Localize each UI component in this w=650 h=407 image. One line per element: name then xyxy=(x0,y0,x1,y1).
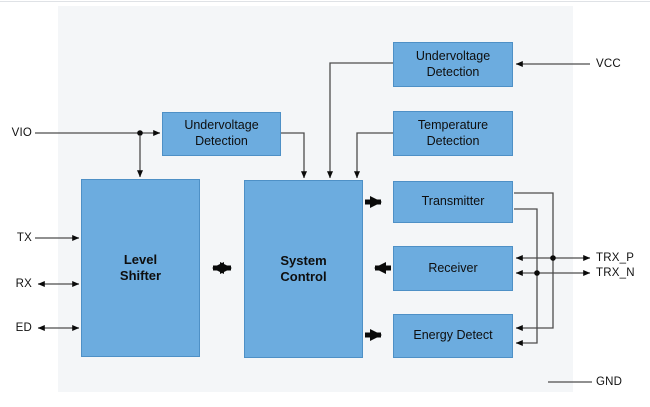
block-temperature-detection: Temperature Detection xyxy=(393,111,513,156)
pin-label-vio: VIO xyxy=(11,127,32,139)
block-undervoltage-detection-vcc: Undervoltage Detection xyxy=(393,42,513,87)
pin-label-vcc: VCC xyxy=(596,58,621,70)
pin-label-gnd: GND xyxy=(596,376,623,388)
top-border-line xyxy=(0,1,650,2)
block-receiver: Receiver xyxy=(393,246,513,291)
pin-label-rx: RX xyxy=(15,278,32,290)
pin-label-tx: TX xyxy=(16,232,32,244)
block-level-shifter: Level Shifter xyxy=(81,179,200,357)
block-undervoltage-detection-vio: Undervoltage Detection xyxy=(162,112,281,156)
block-system-control: System Control xyxy=(244,180,363,358)
pin-label-trx-n: TRX_N xyxy=(596,267,635,279)
pin-label-ed: ED xyxy=(15,322,32,334)
block-energy-detect: Energy Detect xyxy=(393,314,513,358)
pin-label-trx-p: TRX_P xyxy=(596,252,635,264)
block-transmitter: Transmitter xyxy=(393,181,513,223)
